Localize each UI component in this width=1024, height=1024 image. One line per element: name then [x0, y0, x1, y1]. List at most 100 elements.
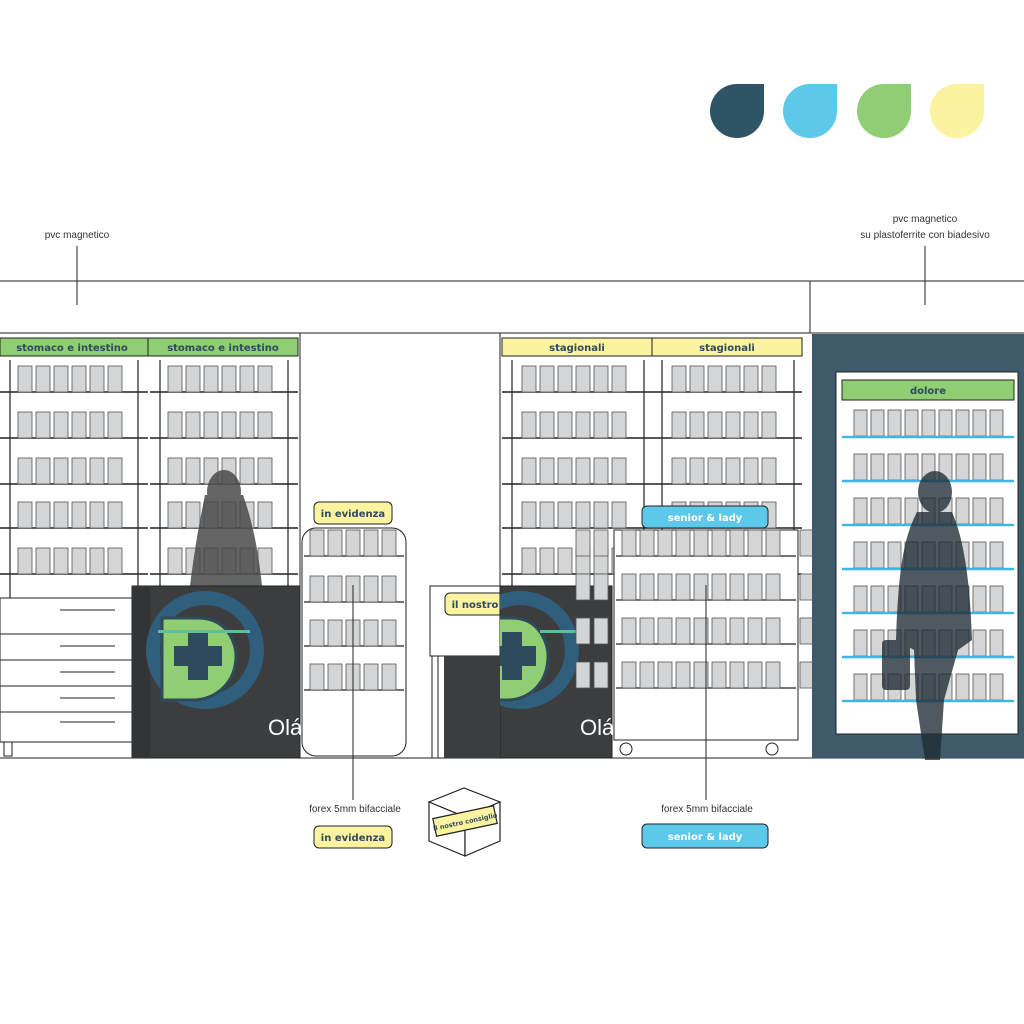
palette-drop-sky-blue: [783, 84, 837, 138]
product-box: [575, 661, 591, 689]
sign-in-evidenza-text: in evidenza: [321, 509, 385, 520]
product-box: [693, 573, 709, 601]
counter-brand-right: Olá: [580, 715, 615, 740]
product-box: [107, 547, 123, 575]
product-box: [521, 457, 537, 485]
annotation-top-left: pvc magnetico: [45, 230, 110, 305]
product-box: [17, 411, 33, 439]
product-box: [799, 573, 815, 601]
product-box: [799, 529, 815, 557]
annotation-bottom-right-text: forex 5mm bifacciale: [661, 804, 753, 815]
product-box: [711, 661, 727, 689]
product-box: [167, 547, 183, 575]
product-box: [761, 457, 777, 485]
product-box: [593, 457, 609, 485]
product-box: [539, 501, 555, 529]
product-box: [107, 411, 123, 439]
product-box: [239, 365, 255, 393]
product-box: [575, 617, 591, 645]
product-box: [853, 541, 868, 569]
legend-in-evidenza-text: in evidenza: [321, 833, 385, 844]
legend-senior-lady: [641, 823, 769, 849]
product-box: [309, 575, 325, 603]
product-box: [363, 529, 379, 557]
product-box: [611, 501, 627, 529]
product-box: [725, 365, 741, 393]
product-box: [345, 529, 361, 557]
counter-left: Olá: [131, 585, 303, 759]
product-box: [955, 453, 970, 481]
product-box: [203, 411, 219, 439]
product-box: [71, 457, 87, 485]
product-box: [887, 453, 902, 481]
product-box: [989, 453, 1004, 481]
product-box: [167, 457, 183, 485]
product-box: [611, 365, 627, 393]
product-box: [955, 409, 970, 437]
product-box: [972, 497, 987, 525]
product-box: [675, 573, 691, 601]
product-box: [557, 501, 573, 529]
annotation-top-right-line2: su plastoferrite con biadesivo: [860, 230, 990, 241]
product-box: [729, 573, 745, 601]
product-box: [71, 411, 87, 439]
product-box: [621, 573, 637, 601]
product-box: [761, 411, 777, 439]
product-box: [972, 673, 987, 701]
product-box: [221, 365, 237, 393]
product-box: [35, 411, 51, 439]
product-box: [257, 457, 273, 485]
product-box: [657, 617, 673, 645]
product-box: [239, 411, 255, 439]
annotation-top-right-line1: pvc magnetico: [893, 214, 958, 225]
product-box: [747, 529, 763, 557]
product-box: [185, 365, 201, 393]
product-box: [904, 409, 919, 437]
product-box: [621, 529, 637, 557]
product-box: [539, 457, 555, 485]
product-box: [521, 547, 537, 575]
product-box: [89, 411, 105, 439]
product-box: [381, 663, 397, 691]
product-box: [203, 365, 219, 393]
product-box: [35, 501, 51, 529]
product-box: [711, 573, 727, 601]
product-box: [671, 457, 687, 485]
product-box: [657, 529, 673, 557]
shelf-header-mid-2: stagionali: [699, 343, 755, 354]
product-box: [689, 457, 705, 485]
product-box: [257, 411, 273, 439]
product-box: [955, 673, 970, 701]
product-box: [747, 573, 763, 601]
product-box: [870, 409, 885, 437]
product-box: [185, 411, 201, 439]
product-box: [972, 585, 987, 613]
product-box: [327, 619, 343, 647]
product-box: [853, 497, 868, 525]
product-box: [17, 457, 33, 485]
product-box: [711, 529, 727, 557]
product-box: [707, 457, 723, 485]
product-box: [327, 529, 343, 557]
cube-il-nostro-consiglio: il nostro consiglio: [427, 787, 502, 857]
product-box: [870, 541, 885, 569]
product-box: [989, 497, 1004, 525]
product-box: [35, 547, 51, 575]
product-box: [381, 575, 397, 603]
legend-senior-lady-text: senior & lady: [668, 832, 743, 843]
sign-senior-lady: [641, 505, 769, 529]
product-box: [17, 547, 33, 575]
product-box: [989, 409, 1004, 437]
product-box: [557, 457, 573, 485]
product-box: [657, 573, 673, 601]
product-box: [989, 585, 1004, 613]
product-box: [621, 617, 637, 645]
product-box: [363, 575, 379, 603]
product-box: [17, 365, 33, 393]
product-box: [363, 619, 379, 647]
product-box: [575, 501, 591, 529]
product-box: [521, 501, 537, 529]
product-box: [593, 501, 609, 529]
product-box: [761, 365, 777, 393]
shelf-header-left-2-bg: [147, 337, 299, 357]
